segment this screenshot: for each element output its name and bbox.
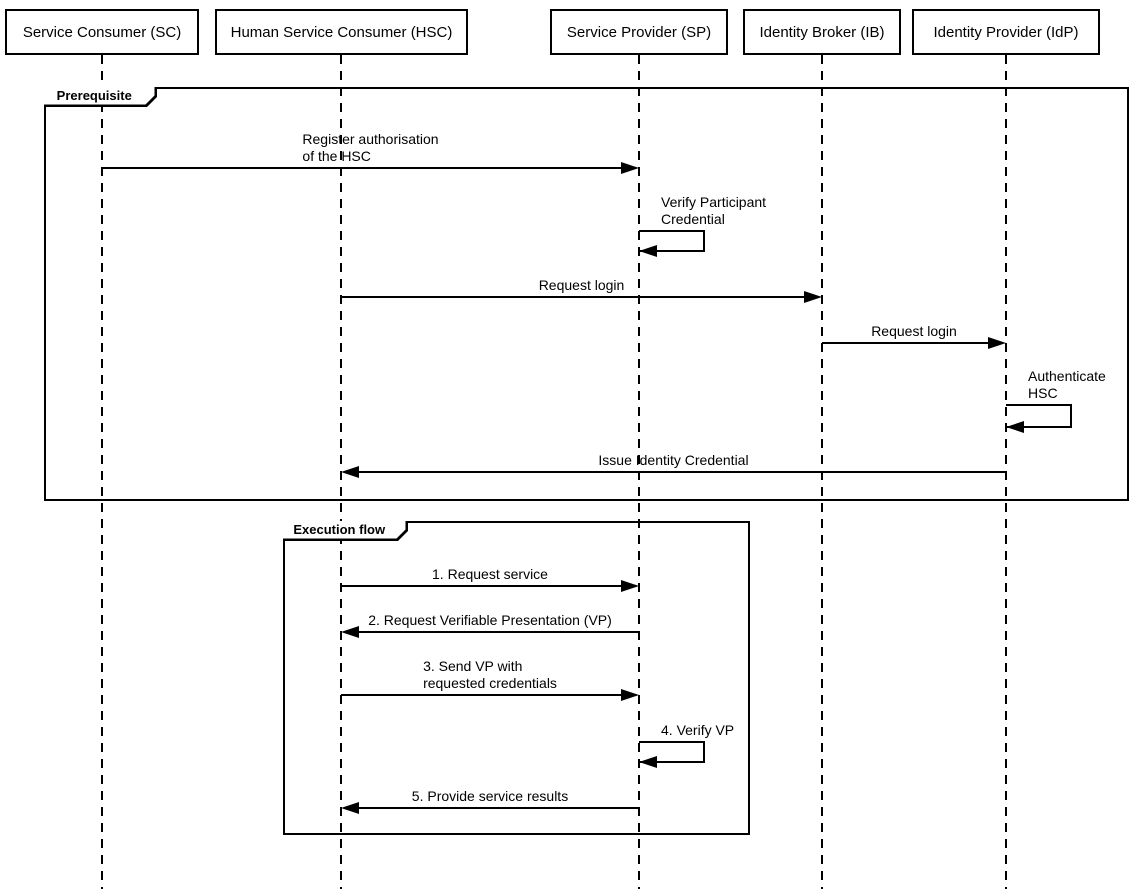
message-2-label: Verify Participant Credential [661,194,767,227]
message-4-label: Request login [871,323,957,339]
participant-sp: Service Provider (SP) [550,9,728,55]
message-11-label-wrap: 5. Provide service results [341,788,639,805]
message-6-label-wrap: Issue Identity Credential [341,452,1006,469]
frame-execution [283,521,750,835]
message-8-line [356,631,639,633]
participant-label: Service Provider (SP) [566,23,712,41]
message-8-label: 2. Request Verifiable Presentation (VP) [368,612,612,628]
message-6-label: Issue Identity Credential [598,452,749,468]
frame-prerequisite [44,87,1129,501]
message-9-label: 3. Send VP with requested credentials [423,658,557,691]
message-5-arrowhead [1006,421,1024,433]
message-9-label-wrap: 3. Send VP with requested credentials [341,658,639,692]
message-7-arrowhead [621,580,639,592]
message-1-line [102,167,624,169]
message-7-label: 1. Request service [432,566,548,582]
participant-idp: Identity Provider (IdP) [912,9,1100,55]
message-7-line [341,585,624,587]
message-1-label-wrap: Register authorisation of the HSC [102,131,639,165]
message-6-arrowhead [341,466,359,478]
message-4-line [822,342,991,344]
message-2-arrowhead [639,245,657,257]
message-1-label: Register authorisation of the HSC [302,131,439,164]
message-2-loop [639,230,705,252]
message-10-loop [639,741,705,763]
message-6-line [356,471,1006,473]
message-7-label-wrap: 1. Request service [341,566,639,583]
message-10-arrowhead [639,756,657,768]
frame-label-tab-inner: Execution flow [283,521,406,539]
message-10-label: 4. Verify VP [661,722,735,738]
participant-ib: Identity Broker (IB) [743,9,901,55]
message-1-arrowhead [621,162,639,174]
frame-label-tab-prerequisite: Prerequisite [44,87,157,107]
frame-label-tab-execution: Execution flow [283,521,408,541]
participant-hsc: Human Service Consumer (HSC) [215,9,468,55]
message-9-arrowhead [621,689,639,701]
message-3-label-wrap: Request login [341,277,822,294]
message-8-label-wrap: 2. Request Verifiable Presentation (VP) [341,612,639,629]
frame-label: Execution flow [293,521,386,537]
message-5-label: Authenticate HSC [1028,368,1106,401]
frame-label-tab-inner: Prerequisite [44,87,155,105]
participant-label: Identity Broker (IB) [759,23,885,41]
participant-sc: Service Consumer (SC) [5,9,199,55]
participant-label: Identity Provider (IdP) [933,23,1079,41]
participant-label: Service Consumer (SC) [22,23,182,41]
participant-label: Human Service Consumer (HSC) [230,23,453,41]
message-3-arrowhead [804,291,822,303]
lifeline-idp [1005,55,1007,889]
message-11-label: 5. Provide service results [411,788,569,804]
message-3-line [341,296,807,298]
message-11-line [356,807,639,809]
message-5-loop [1006,404,1072,428]
message-3-label: Request login [538,277,625,293]
message-9-line [341,694,624,696]
message-4-arrowhead [988,337,1006,349]
lifeline-sc [101,55,103,889]
frame-label: Prerequisite [56,87,132,103]
message-8-arrowhead [341,626,359,638]
message-4-label-wrap: Request login [822,323,1006,340]
message-11-arrowhead [341,802,359,814]
